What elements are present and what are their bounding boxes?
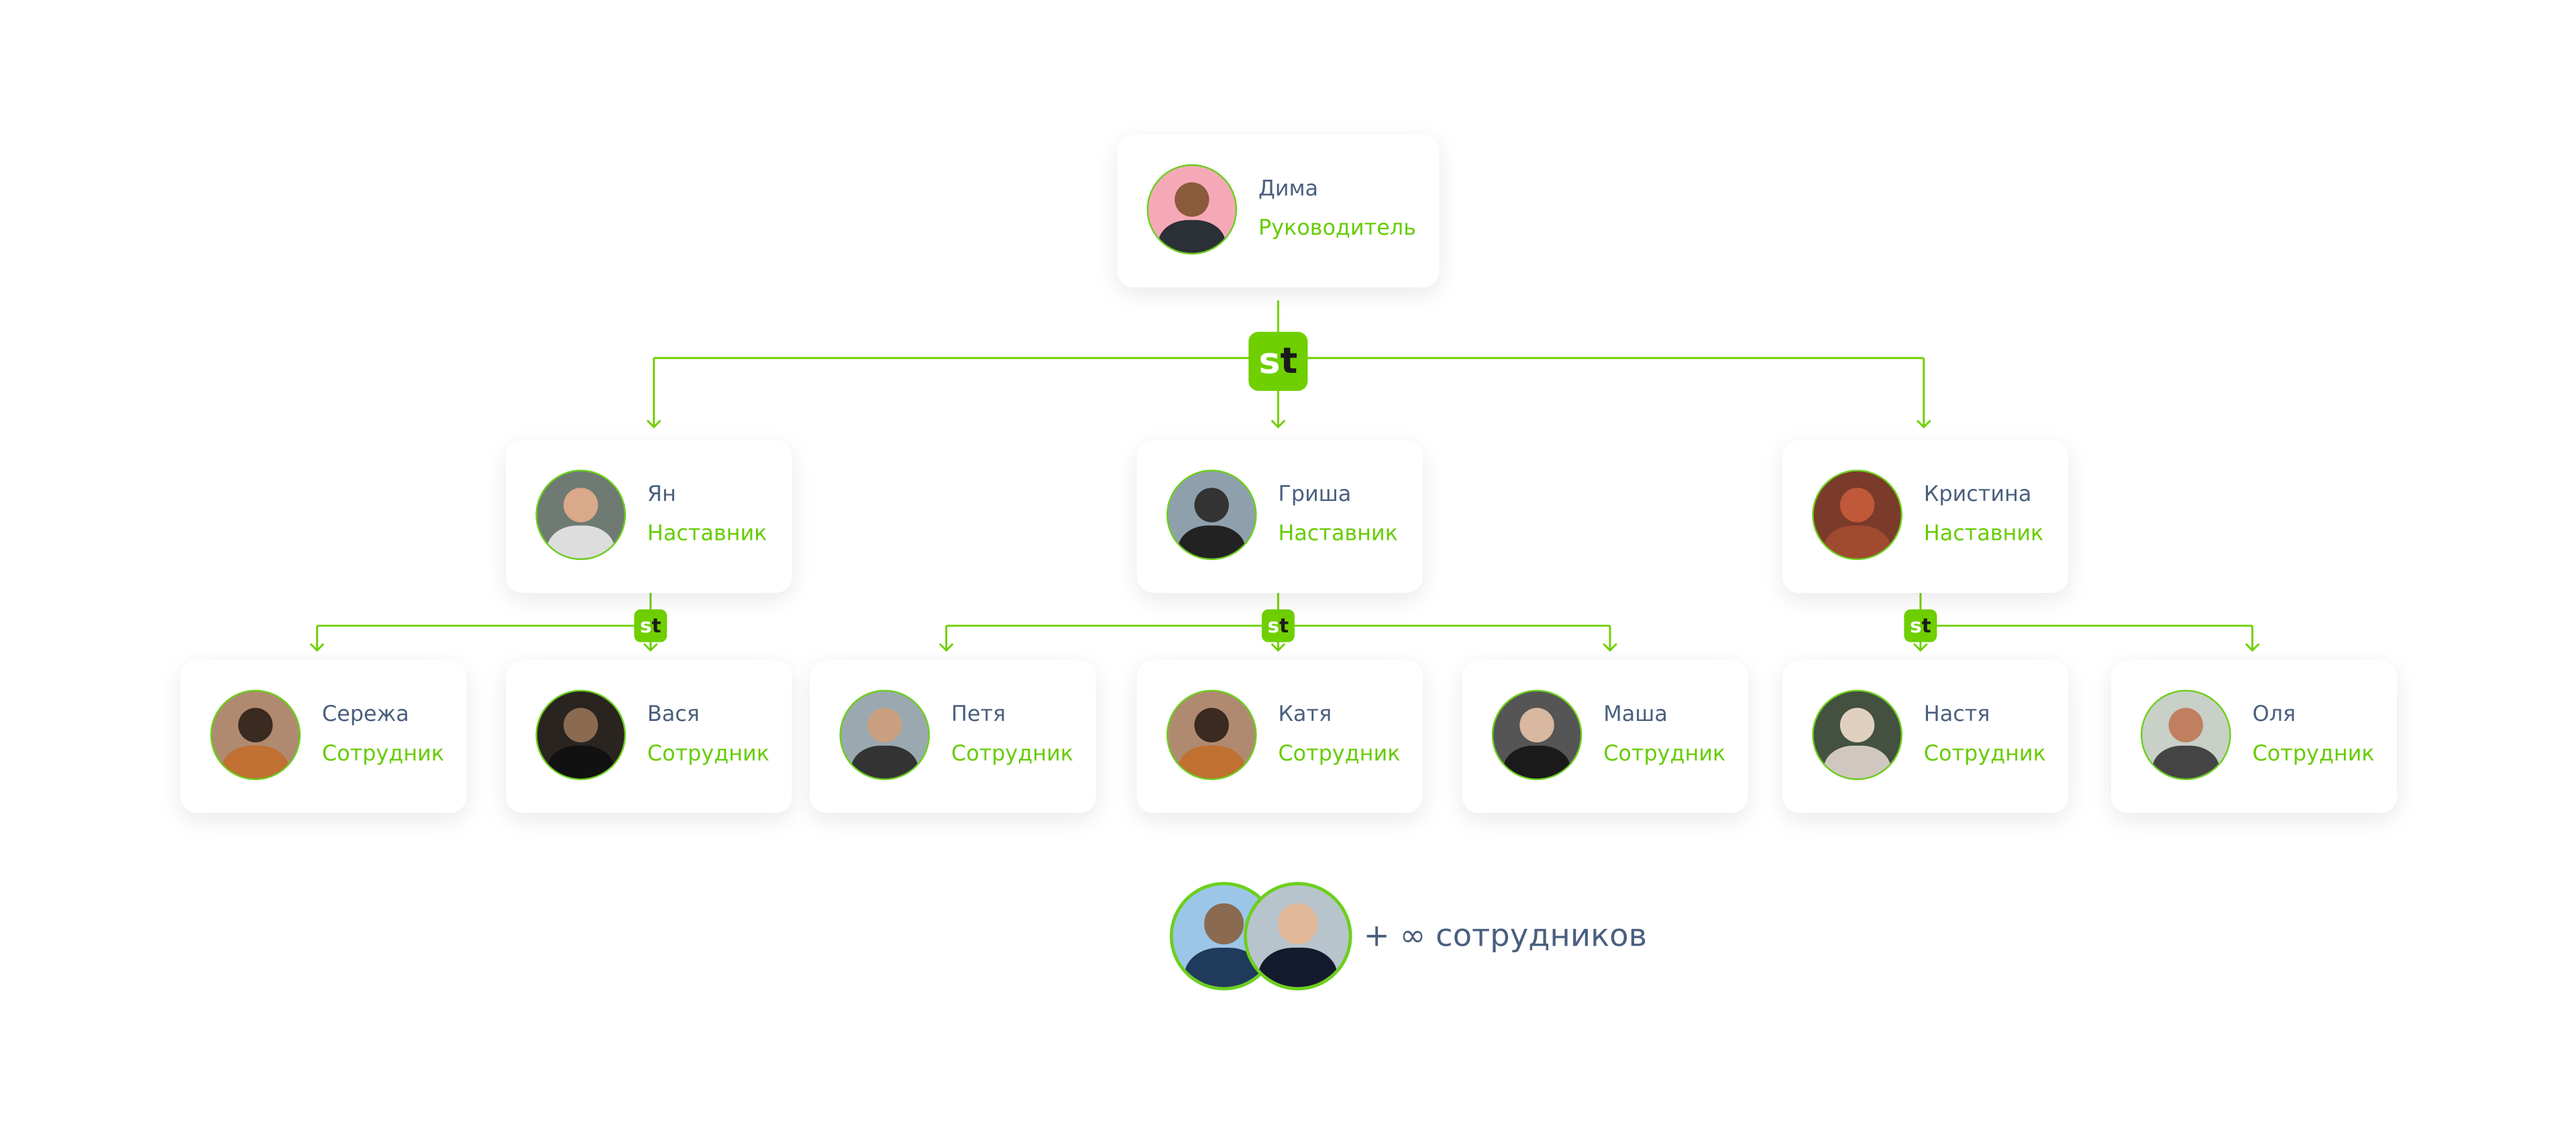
person-role: Сотрудник [951,742,1074,767]
avatar [2141,689,2231,781]
person-card-head[interactable]: Дима Руководитель [1117,134,1440,288]
more-employees-label: + ∞ сотрудников [1363,917,1648,954]
avatar [535,469,627,561]
logo-s: s [1267,614,1280,638]
avatar [1166,469,1257,561]
person-role: Сотрудник [647,742,769,767]
person-name: Настя [1923,703,1990,728]
person-name: Дима [1258,177,1319,203]
avatar [1166,689,1257,781]
logo-s: s [1910,614,1922,638]
avatar [1491,689,1582,781]
person-name: Маша [1603,703,1668,728]
person-role: Наставник [1923,522,2044,547]
logo-s: s [1258,341,1281,382]
avatar [1812,469,1902,561]
avatar [1812,689,1902,781]
person-card-employee[interactable]: Сережа Сотрудник [180,660,467,813]
logo-t: t [651,614,661,638]
avatar [1146,164,1238,255]
avatar [839,689,930,781]
person-role: Наставник [647,522,767,547]
person-name: Петя [951,703,1006,728]
logo-t: t [1280,341,1298,382]
avatar [210,689,301,781]
person-card-mentor[interactable]: Кристина Наставник [1782,440,2069,594]
person-role: Наставник [1278,522,1398,547]
logo-t: t [1279,614,1289,638]
person-name: Ян [647,483,676,508]
person-card-employee[interactable]: Настя Сотрудник [1782,660,2069,813]
person-role: Руководитель [1258,217,1416,242]
logo-s: s [640,614,652,638]
person-card-mentor[interactable]: Гриша Наставник [1136,440,1423,594]
person-role: Сотрудник [322,742,445,767]
person-card-employee[interactable]: Маша Сотрудник [1462,660,1748,813]
person-role: Сотрудник [2252,742,2375,767]
person-card-employee[interactable]: Катя Сотрудник [1136,660,1423,813]
person-role: Сотрудник [1278,742,1401,767]
avatar [1243,882,1352,991]
person-role: Сотрудник [1923,742,2046,767]
person-role: Сотрудник [1603,742,1726,767]
person-name: Сережа [322,703,409,728]
person-name: Оля [2252,703,2296,728]
person-card-employee[interactable]: Вася Сотрудник [506,660,792,813]
person-card-employee[interactable]: Петя Сотрудник [810,660,1096,813]
person-name: Вася [647,703,700,728]
avatar [535,689,627,781]
logo-t: t [1921,614,1931,638]
person-name: Катя [1278,703,1332,728]
person-card-mentor[interactable]: Ян Наставник [506,440,792,594]
person-name: Гриша [1278,483,1352,508]
person-name: Кристина [1923,483,2032,508]
person-card-employee[interactable]: Оля Сотрудник [2110,660,2398,813]
